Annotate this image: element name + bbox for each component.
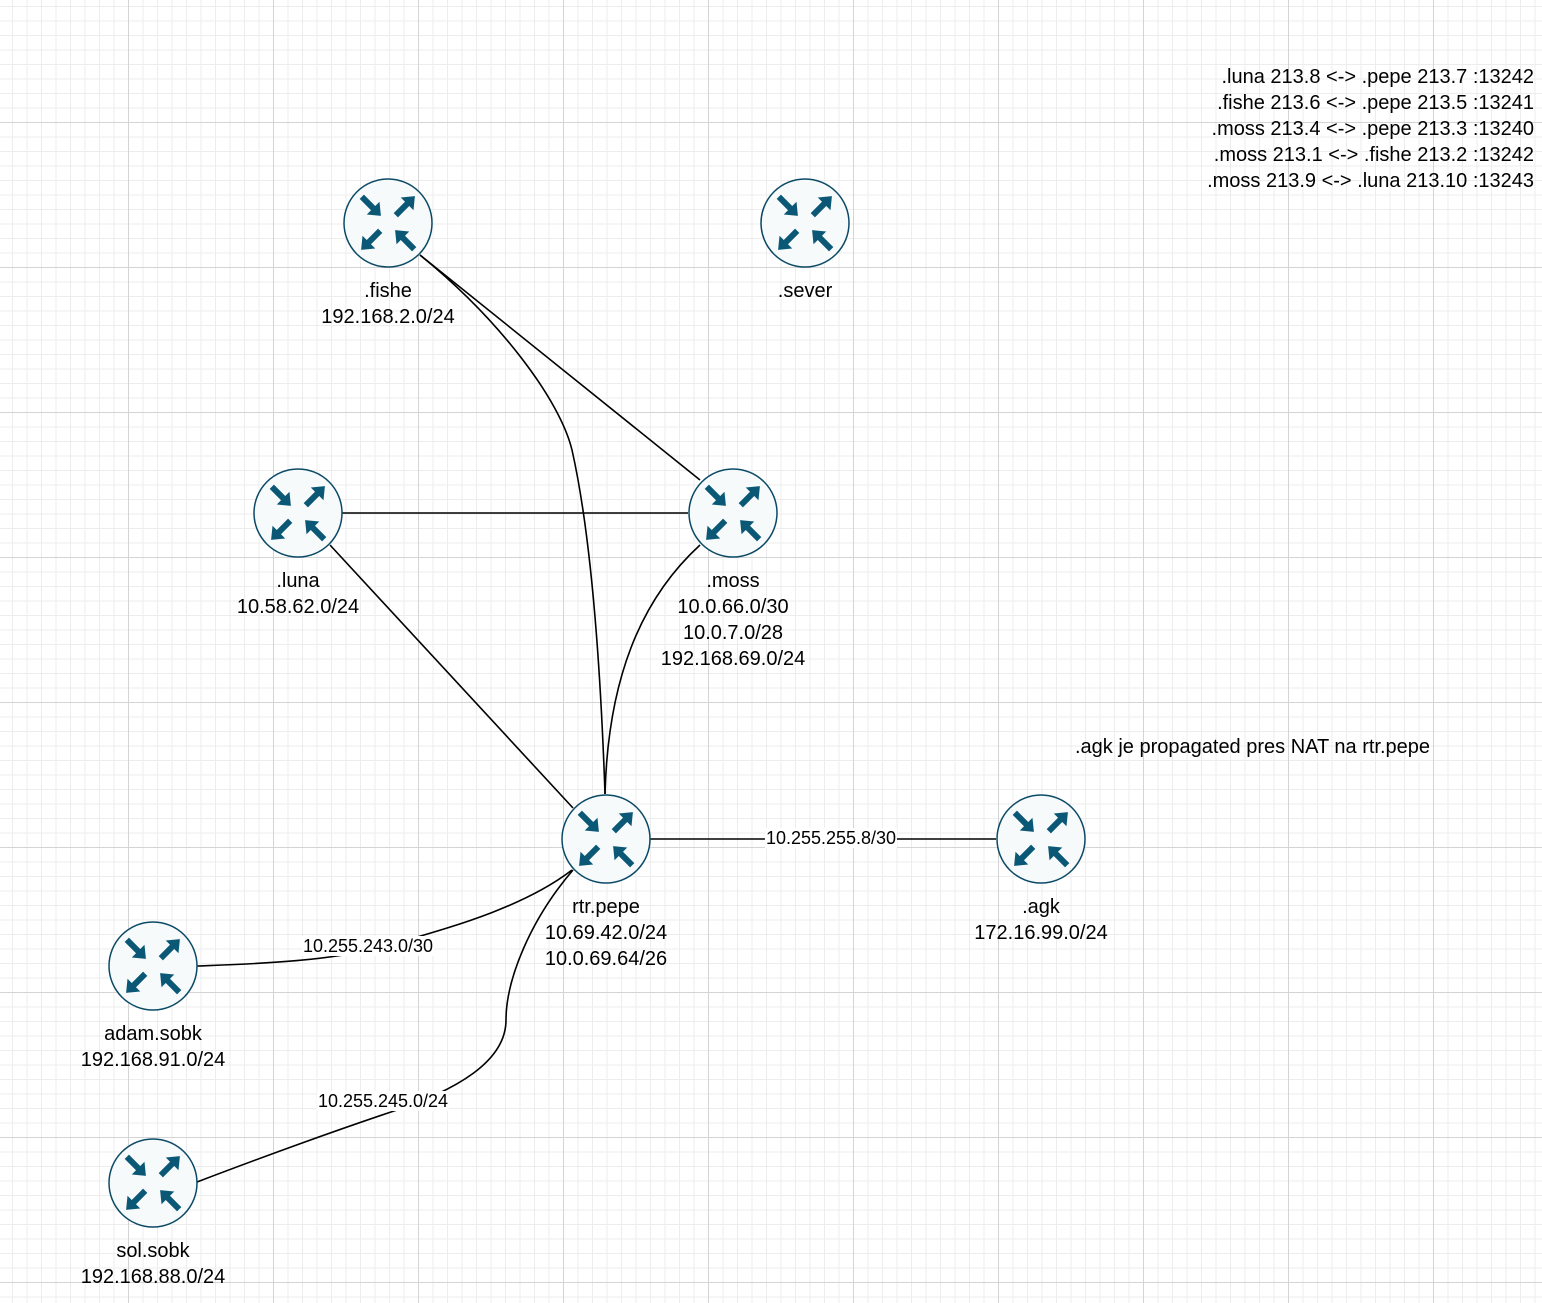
tunnel-line: .moss 213.1 <-> .fishe 213.2 :13242 [1213, 144, 1534, 166]
node-name: .sever [777, 280, 833, 302]
node-name: sol.sobk [116, 1240, 190, 1262]
node-subnet: 192.168.69.0/24 [660, 648, 806, 670]
router-icon-sever[interactable] [760, 178, 850, 268]
tunnel-line: .moss 213.9 <-> .luna 213.10 :13243 [1207, 170, 1534, 192]
router-icon-moss[interactable] [688, 468, 778, 558]
node-label-sol: sol.sobk 192.168.88.0/24 [81, 1238, 226, 1290]
node-name: adam.sobk [104, 1023, 202, 1045]
node-subnet: 172.16.99.0/24 [974, 922, 1108, 944]
link-label-pepe-adam: 10.255.243.0/30 [301, 936, 435, 956]
node-name: .luna [276, 570, 320, 592]
link-label-pepe-sol: 10.255.245.0/24 [316, 1091, 450, 1111]
link-luna-pepe[interactable] [329, 544, 574, 809]
node-name: .fishe [364, 280, 412, 302]
node-subnet: 10.0.69.64/26 [544, 948, 668, 970]
node-label-sever: .sever [778, 278, 832, 304]
node-subnet: 10.0.66.0/30 [677, 596, 789, 618]
node-subnet: 10.69.42.0/24 [544, 922, 668, 944]
router-icon-pepe[interactable] [561, 794, 651, 884]
nat-note: .agk je propagated pres NAT na rtr.pepe [1075, 736, 1431, 758]
node-subnet: 10.58.62.0/24 [236, 596, 360, 618]
node-name: rtr.pepe [572, 896, 640, 918]
node-subnet: 192.168.88.0/24 [80, 1266, 226, 1288]
node-label-pepe: rtr.pepe 10.69.42.0/24 10.0.69.64/26 [545, 894, 667, 972]
link-label-pepe-agk: 10.255.255.8/30 [764, 828, 898, 848]
node-name: .moss [706, 570, 760, 592]
tunnel-line: .fishe 213.6 <-> .pepe 213.5 :13241 [1217, 92, 1534, 114]
node-label-adam: adam.sobk 192.168.91.0/24 [81, 1021, 226, 1073]
link-fishe-pepe[interactable] [419, 254, 606, 795]
node-name: .agk [1022, 896, 1060, 918]
router-icon-fishe[interactable] [343, 178, 433, 268]
link-pepe-sol[interactable] [196, 869, 574, 1183]
node-label-fishe: .fishe 192.168.2.0/24 [321, 278, 454, 330]
router-icon-sol[interactable] [108, 1138, 198, 1228]
node-label-agk: .agk 172.16.99.0/24 [974, 894, 1107, 946]
link-moss-pepe[interactable] [604, 544, 701, 795]
node-label-luna: .luna 10.58.62.0/24 [237, 568, 359, 620]
tunnel-line: .moss 213.4 <-> .pepe 213.3 :13240 [1211, 118, 1534, 140]
router-icon-luna[interactable] [253, 468, 343, 558]
node-subnet: 192.168.91.0/24 [80, 1049, 226, 1071]
tunnel-line: .luna 213.8 <-> .pepe 213.7 :13242 [1221, 66, 1535, 88]
tunnel-list: .luna 213.8 <-> .pepe 213.7 :13242 .fish… [1207, 64, 1534, 194]
link-fishe-moss[interactable] [419, 254, 701, 481]
node-subnet: 10.0.7.0/28 [682, 622, 784, 644]
node-label-moss: .moss 10.0.66.0/30 10.0.7.0/28 192.168.6… [661, 568, 806, 672]
node-subnet: 192.168.2.0/24 [321, 306, 455, 328]
router-icon-agk[interactable] [996, 794, 1086, 884]
router-icon-adam[interactable] [108, 921, 198, 1011]
